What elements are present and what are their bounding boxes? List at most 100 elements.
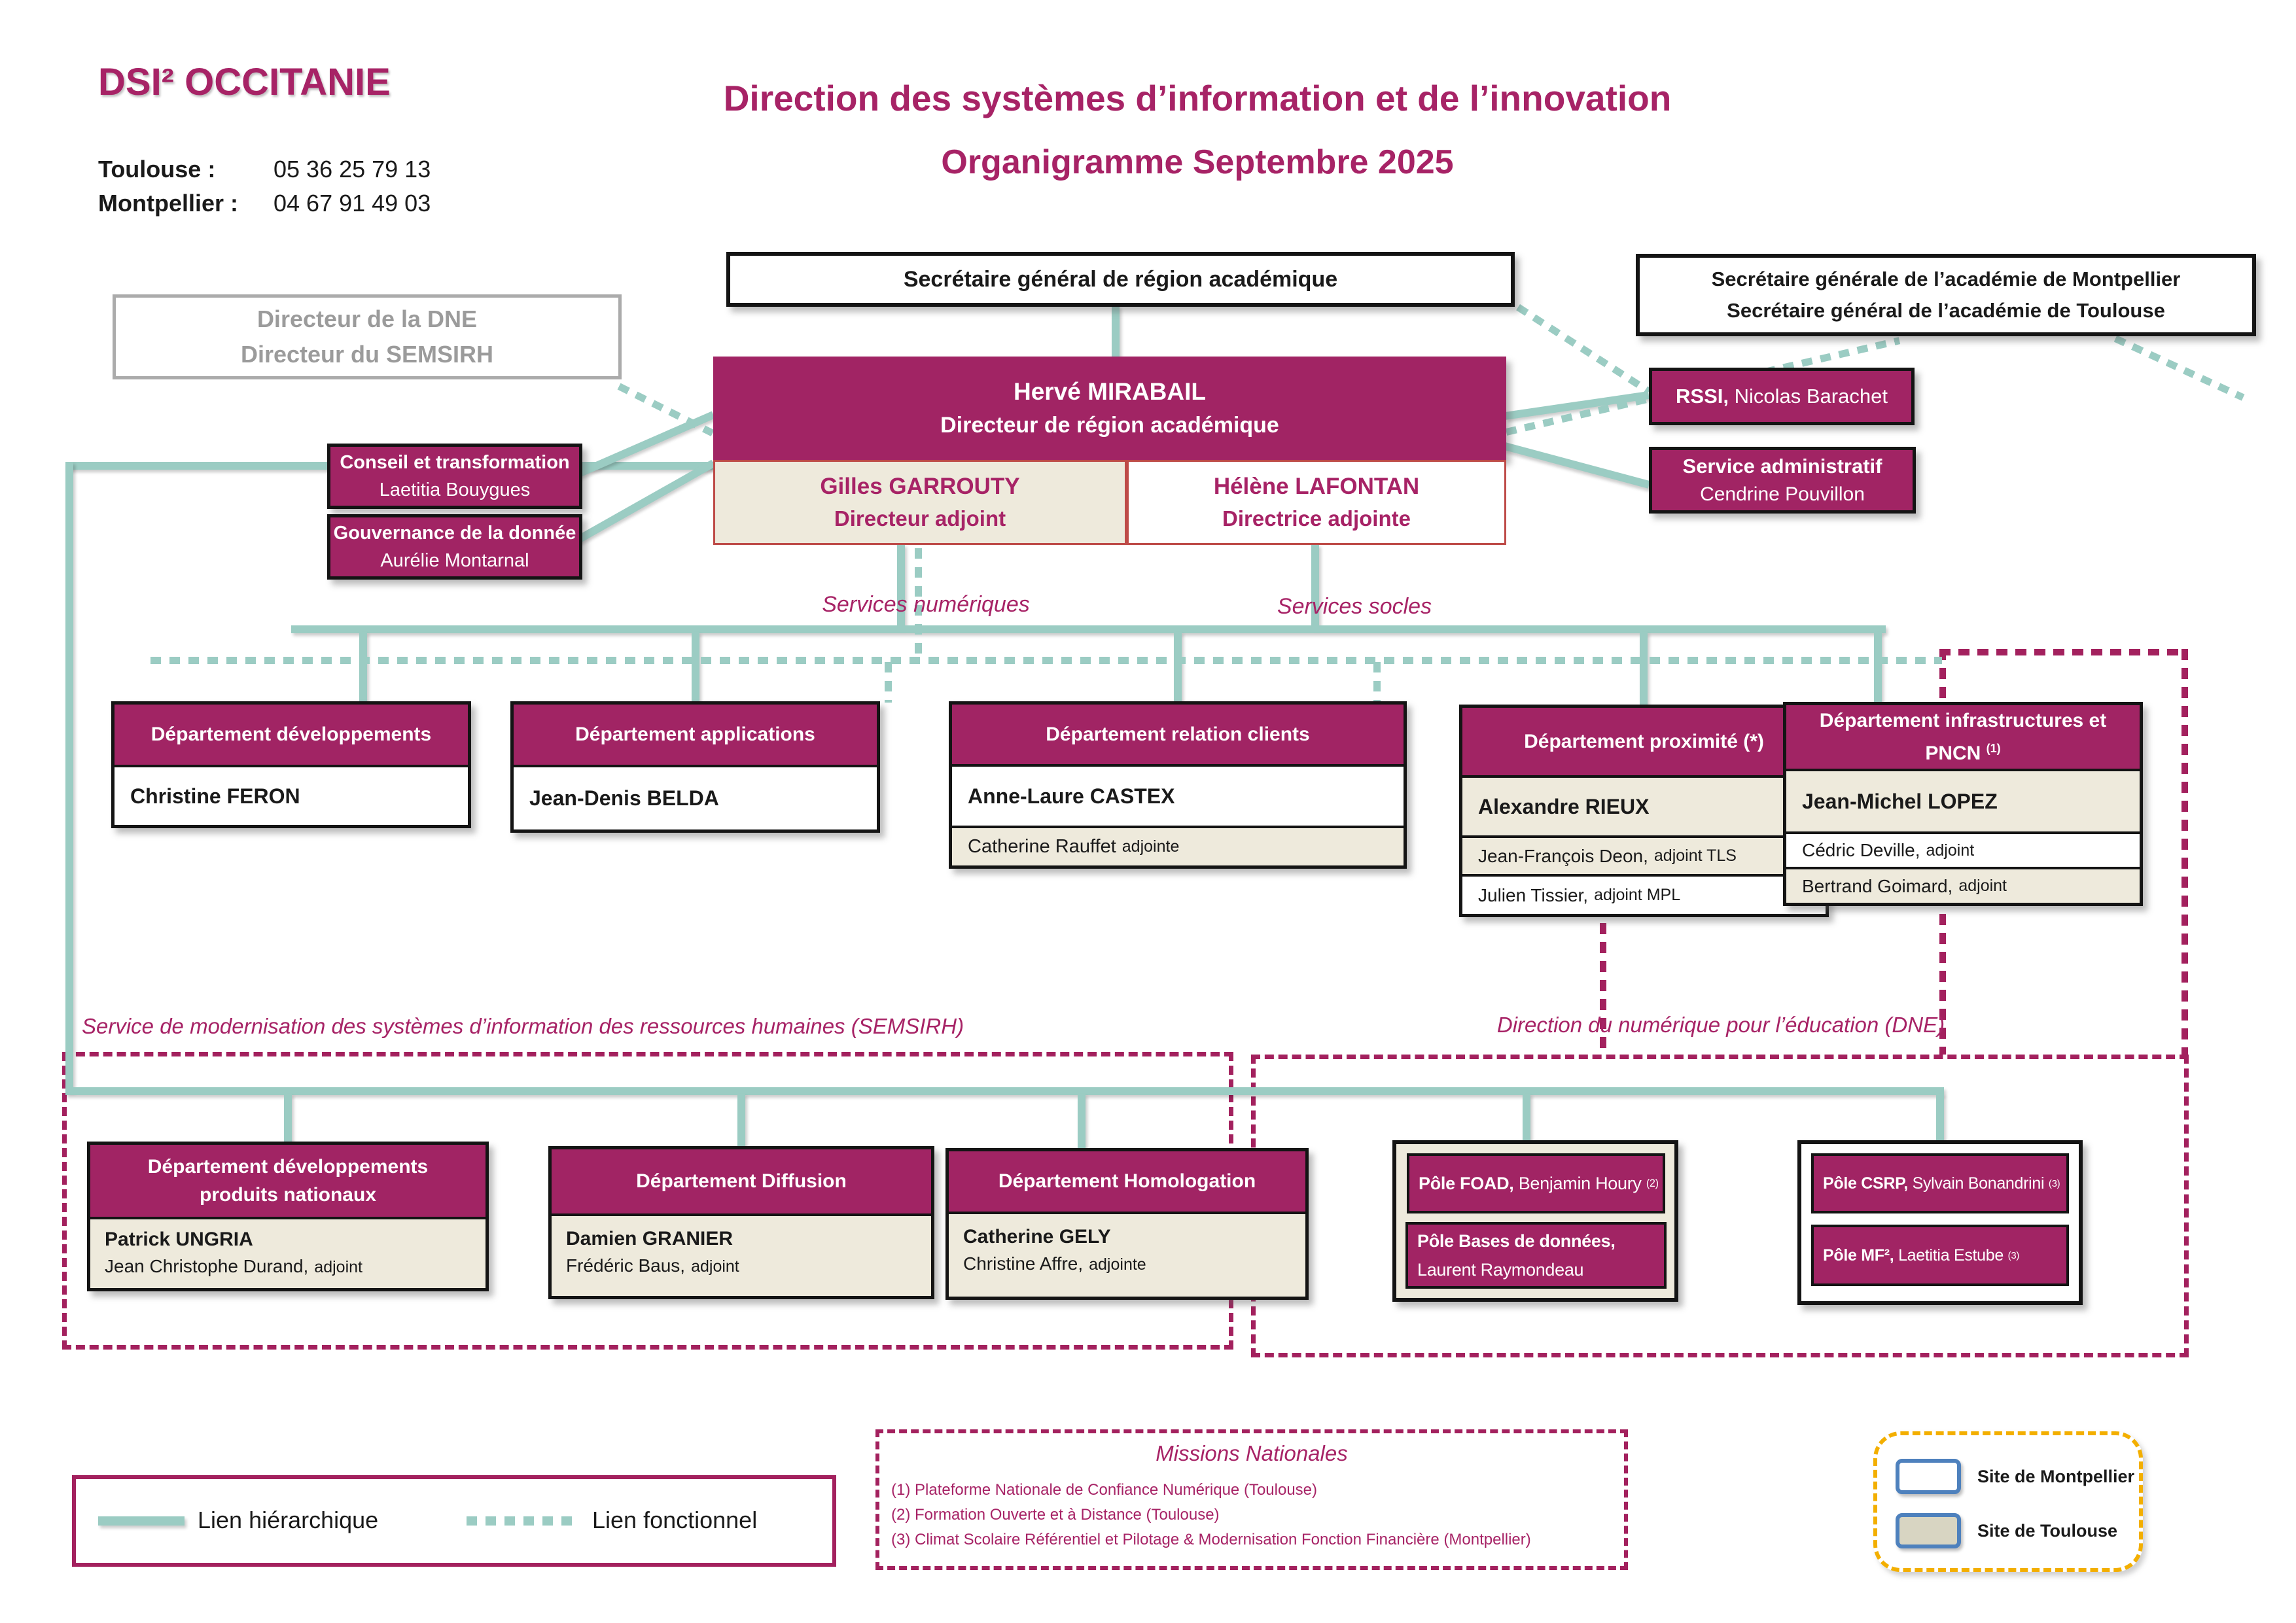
phone-label: Toulouse : [98, 156, 216, 183]
dept-proximite-box: Département proximité (*) Alexandre RIEU… [1459, 705, 1829, 917]
hier-link [1078, 1094, 1086, 1149]
dept-title: Département Homologation [949, 1151, 1305, 1214]
pole-name: Laurent Raymondeau [1417, 1260, 1584, 1280]
hier-link [65, 462, 73, 1091]
deputy-director-left-box: Gilles GARROUTY Directeur adjoint [713, 460, 1127, 545]
deputy-director-right-box: Hélène LAFONTAN Directrice adjointe [1127, 460, 1506, 545]
dept-adjoint: Frédéric Baus, [566, 1255, 686, 1276]
pole-label: Pôle CSRP, [1823, 1174, 1908, 1193]
semsirh-director-label: Directeur du SEMSIRH [240, 341, 494, 368]
academie-montpellier-label: Secrétaire générale de l’académie de Mon… [1711, 268, 2181, 290]
hier-link [1874, 632, 1882, 703]
hier-link [897, 544, 905, 628]
app-logo: DSI² OCCITANIE [98, 61, 391, 103]
func-link [1373, 662, 1381, 703]
pole-csrp-box: Pôle CSRP, Sylvain Bonandrini (3) [1811, 1153, 2069, 1213]
dept-homologation-box: Département Homologation Catherine GELY … [945, 1148, 1309, 1300]
dept-title: Département proximité (*) [1462, 708, 1826, 778]
conseil-name: Laetitia Bouygues [379, 480, 531, 500]
rssi-label: RSSI, [1676, 385, 1729, 408]
pole-name: Benjamin Houry [1518, 1173, 1642, 1193]
dept-adjoint: Christine Affre, [963, 1253, 1084, 1274]
deputy-right-role: Directrice adjointe [1222, 506, 1411, 531]
mission-item-2: (2) Formation Ouverte et à Distance (Tou… [891, 1506, 1220, 1524]
dept-manager: Jean-Denis BELDA [529, 786, 719, 810]
page-subtitle: Organigramme Septembre 2025 [941, 143, 1454, 181]
func-link-dashed [1939, 649, 1946, 702]
director-name: Hervé MIRABAIL [1014, 378, 1206, 405]
phone-montpellier: Montpellier : 04 67 91 49 03 [98, 190, 431, 217]
func-link-dashed [1939, 649, 2188, 655]
func-link-dashed [2181, 649, 2188, 1055]
hier-link [1174, 632, 1182, 703]
dept-title: Département Diffusion [552, 1149, 931, 1216]
phone-label: Montpellier : [98, 190, 238, 217]
phone-toulouse: Toulouse : 05 36 25 79 13 [98, 156, 431, 183]
services-numeriques-label: Services numériques [822, 592, 1030, 617]
site-montpellier-swatch [1896, 1459, 1961, 1494]
dept-adjoint-suffix: adjointe [1122, 837, 1180, 856]
dept-applications-box: Département applications Jean-Denis BELD… [510, 701, 880, 833]
phone-number: 05 36 25 79 13 [274, 156, 431, 183]
hierarchical-link-label: Lien hiérarchique [198, 1507, 379, 1533]
dept-diffusion-box: Département Diffusion Damien GRANIER Fré… [548, 1146, 934, 1299]
func-link [1516, 304, 1651, 395]
hier-link [1523, 1094, 1530, 1155]
dept-developpements-box: Département développements Christine FER… [111, 701, 471, 828]
rssi-box: RSSI, Nicolas Barachet [1649, 368, 1915, 425]
dept-adjoint-suffix: adjoint [314, 1258, 362, 1276]
hier-link [1504, 442, 1650, 489]
gouvernance-title: Gouvernance de la donnée [333, 523, 576, 544]
dept-relation-clients-box: Département relation clients Anne-Laure … [949, 701, 1407, 869]
service-admin-title: Service administratif [1682, 455, 1882, 478]
dept-adjoint: Catherine Rauffet [968, 836, 1116, 857]
func-link-bar [150, 657, 1942, 664]
dept-adjoint-suffix: adjoint [1958, 877, 2007, 895]
links-legend-box [72, 1475, 836, 1567]
hierarchical-link-swatch [98, 1516, 185, 1526]
dept-adjoint: Cédric Deville, [1802, 840, 1920, 860]
phone-number: 04 67 91 49 03 [274, 190, 431, 217]
services-socles-label: Services socles [1277, 594, 1432, 619]
dept-manager: Christine FERON [130, 784, 300, 808]
dne-director-label: Directeur de la DNE [256, 305, 478, 332]
hier-link-bar [291, 625, 1886, 633]
dept-manager: Jean-Michel LOPEZ [1802, 789, 1998, 813]
director-box: Hervé MIRABAIL Directeur de région acadé… [713, 357, 1506, 460]
dept-infrastructures-box: Département infrastructures et PNCN (1) … [1783, 702, 2143, 906]
conseil-title: Conseil et transformation [340, 452, 570, 473]
hier-link [1112, 305, 1120, 358]
deputy-left-role: Directeur adjoint [834, 506, 1006, 531]
dept-manager: Damien GRANIER [566, 1228, 733, 1249]
pole-label: Pôle Bases de données, [1417, 1231, 1616, 1251]
academie-toulouse-label: Secrétaire général de l’académie de Toul… [1727, 299, 2165, 322]
dept-adjoint: Jean-François Deon, [1478, 845, 1648, 866]
dne-section-label: Direction du numérique pour l’éducation … [1496, 1013, 1945, 1037]
pole-sup: (2) [1646, 1177, 1659, 1189]
deputy-right-name: Hélène LAFONTAN [1213, 474, 1420, 499]
pole-bases-donnees-box: Pôle Bases de données, Laurent Raymondea… [1405, 1222, 1667, 1289]
hier-link [737, 1094, 745, 1147]
pole-name: Laetitia Estube [1898, 1246, 2004, 1265]
dept-title: Département applications [514, 705, 877, 767]
dept-manager: Catherine GELY [963, 1226, 1111, 1248]
func-link [617, 383, 715, 437]
pole-mf2-box: Pôle MF², Laetitia Estube (3) [1811, 1225, 2069, 1286]
sgra-label: Secrétaire général de région académique [903, 266, 1338, 292]
hier-link [1640, 632, 1648, 706]
mission-item-3: (3) Climat Scolaire Référentiel et Pilot… [891, 1531, 1531, 1548]
dept-adjoint: Jean Christophe Durand, [105, 1256, 309, 1276]
academies-box: Secrétaire générale de l’académie de Mon… [1636, 254, 2256, 336]
dept-manager: Anne-Laure CASTEX [968, 784, 1175, 808]
functional-link-swatch [467, 1516, 579, 1526]
functional-link-label: Lien fonctionnel [592, 1507, 758, 1533]
hier-link [284, 1094, 292, 1143]
deputy-left-name: Gilles GARROUTY [820, 474, 1020, 499]
pole-foad-box: Pôle FOAD, Benjamin Houry (2) [1407, 1153, 1665, 1213]
pole-sup: (3) [2007, 1249, 2020, 1261]
conseil-transformation-box: Conseil et transformation Laetitia Bouyg… [327, 444, 582, 509]
pole-label: Pôle FOAD, [1419, 1173, 1514, 1193]
semsirh-section-label: Service de modernisation des systèmes d’… [82, 1014, 964, 1038]
dept-adjoint: Bertrand Goimard, [1802, 875, 1953, 896]
